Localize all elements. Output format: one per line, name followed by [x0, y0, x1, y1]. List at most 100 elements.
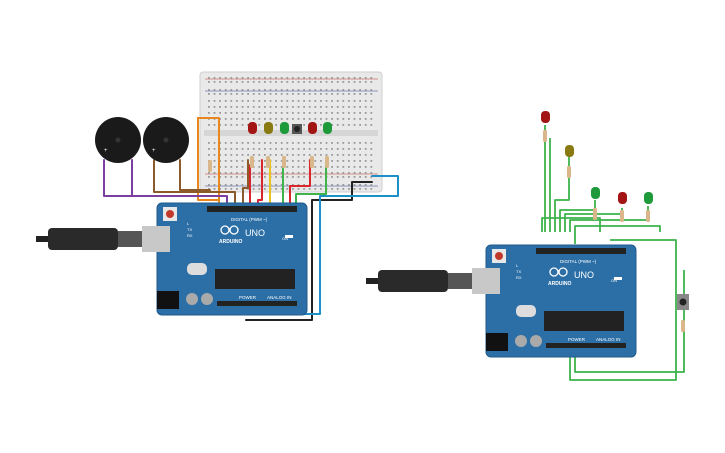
- breadboard-hole: [286, 142, 289, 144]
- breadboard-hole: [342, 142, 345, 144]
- breadboard-hole: [292, 172, 294, 174]
- breadboard-hole: [303, 112, 305, 114]
- resistor[interactable]: [646, 210, 650, 222]
- led-green-left-2[interactable]: [323, 122, 332, 134]
- breadboard-hole: [264, 118, 266, 120]
- breadboard-hole: [331, 118, 333, 120]
- resistor[interactable]: [567, 166, 571, 178]
- breadboard-hole: [286, 172, 289, 174]
- power-header-label: POWER: [568, 337, 586, 342]
- arduino-uno-left[interactable]: DIGITAL (PWM ~) TX RX L ARDUINO UNO ON P…: [156, 202, 308, 316]
- breadboard-hole: [213, 184, 216, 186]
- breadboard-hole: [331, 176, 333, 178]
- led-red-left-2[interactable]: [308, 122, 317, 134]
- breadboard-hole: [213, 112, 216, 114]
- led-red-left-1[interactable]: [248, 122, 257, 134]
- breadboard-hole: [275, 112, 277, 114]
- resistor[interactable]: [282, 156, 286, 168]
- breadboard-hole: [247, 112, 249, 114]
- breadboard-hole: [213, 93, 216, 95]
- usb-cable-left[interactable]: [36, 226, 170, 252]
- buzzer-1[interactable]: +: [95, 117, 141, 163]
- breadboard-hole: [320, 89, 322, 91]
- breadboard-hole: [219, 154, 221, 156]
- breadboard-hole: [230, 148, 233, 150]
- breadboard-hole: [280, 77, 283, 79]
- breadboard-hole: [303, 100, 305, 102]
- breadboard-hole: [331, 172, 333, 174]
- breadboard-hole: [292, 100, 294, 102]
- breadboard-hole: [342, 148, 345, 150]
- breadboard-hole: [213, 166, 216, 168]
- led-yellow-left[interactable]: [264, 122, 273, 134]
- breadboard-hole: [314, 176, 317, 178]
- breadboard-hole: [303, 172, 305, 174]
- resistor[interactable]: [266, 156, 270, 168]
- breadboard-hole: [275, 81, 277, 83]
- breadboard-hole: [269, 112, 272, 114]
- breadboard-hole: [208, 89, 210, 91]
- breadboard-hole: [224, 148, 227, 150]
- breadboard-hole: [230, 188, 233, 190]
- breadboard-hole: [308, 118, 311, 120]
- led-red-right-2[interactable]: [618, 192, 627, 204]
- buzzer-2[interactable]: +: [143, 117, 189, 163]
- breadboard-hole: [219, 112, 221, 114]
- breadboard-hole: [348, 81, 350, 83]
- breadboard-hole: [252, 106, 255, 108]
- breadboard-hole: [241, 93, 244, 95]
- breadboard-hole: [303, 77, 305, 79]
- breadboard-hole: [320, 142, 322, 144]
- resistor[interactable]: [250, 156, 254, 168]
- pushbutton-right[interactable]: [677, 294, 689, 310]
- resistor[interactable]: [208, 160, 212, 172]
- resistor[interactable]: [310, 156, 314, 168]
- breadboard-hole: [314, 172, 317, 174]
- breadboard-hole: [348, 188, 350, 190]
- resistor[interactable]: [543, 130, 547, 142]
- breadboard-hole: [364, 176, 367, 178]
- resistor[interactable]: [325, 156, 329, 168]
- led-red-right-1[interactable]: [541, 111, 550, 123]
- breadboard-hole: [247, 106, 249, 108]
- breadboard-hole: [236, 100, 238, 102]
- breadboard[interactable]: [199, 71, 383, 193]
- breadboard-hole: [359, 118, 361, 120]
- breadboard-hole: [230, 166, 233, 168]
- resistor[interactable]: [620, 210, 624, 222]
- breadboard-hole: [320, 176, 322, 178]
- led-green-right-2[interactable]: [644, 192, 653, 204]
- usb-cable-right[interactable]: [366, 268, 500, 294]
- breadboard-hole: [224, 176, 227, 178]
- breadboard-hole: [292, 93, 294, 95]
- breadboard-hole: [364, 184, 367, 186]
- resistor[interactable]: [593, 208, 597, 220]
- breadboard-hole: [275, 148, 277, 150]
- pushbutton-left[interactable]: [292, 124, 302, 134]
- breadboard-hole: [224, 172, 227, 174]
- breadboard-hole: [258, 172, 261, 174]
- breadboard-hole: [269, 118, 272, 120]
- resistor[interactable]: [681, 320, 685, 332]
- arduino-uno-right[interactable]: DIGITAL (PWM ~) TX RX L ARDUINO UNO ON P…: [485, 244, 637, 358]
- breadboard-hole: [208, 124, 210, 126]
- breadboard-hole: [241, 142, 244, 144]
- breadboard-hole: [275, 89, 277, 91]
- breadboard-hole: [258, 188, 261, 190]
- breadboard-hole: [280, 184, 283, 186]
- breadboard-hole: [275, 118, 277, 120]
- breadboard-hole: [264, 142, 266, 144]
- led-yellow-right[interactable]: [565, 145, 574, 157]
- breadboard-hole: [325, 89, 328, 91]
- breadboard-hole: [241, 184, 244, 186]
- led-green-left-1[interactable]: [280, 122, 289, 134]
- breadboard-hole: [252, 172, 255, 174]
- wire-red-3: [289, 159, 311, 206]
- breadboard-hole: [275, 124, 277, 126]
- breadboard-hole: [241, 172, 244, 174]
- led-green-right-1[interactable]: [591, 187, 600, 199]
- arduino-logo: [220, 225, 239, 235]
- breadboard-hole: [297, 118, 300, 120]
- breadboard-hole: [314, 112, 317, 114]
- breadboard-hole: [359, 142, 361, 144]
